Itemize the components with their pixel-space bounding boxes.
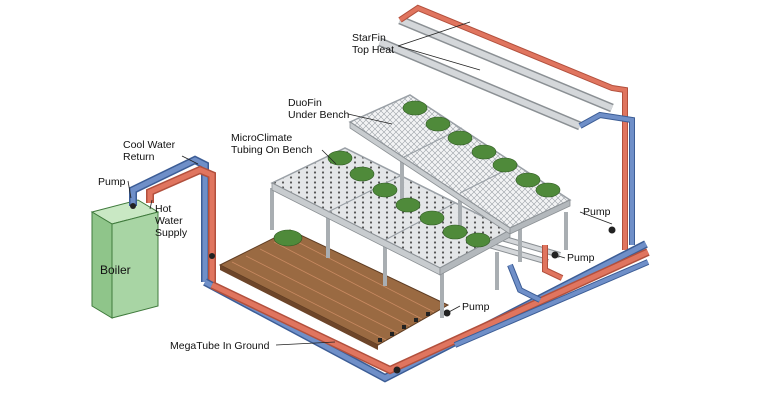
boiler-label: Boiler [100, 263, 131, 277]
starfin-top-heat [378, 4, 635, 250]
hot-water-label-line1: Hot [155, 203, 171, 215]
hot-water-label-line2: Water [155, 215, 183, 227]
boiler-pipes [129, 155, 216, 285]
pump-label-middle: Pump [567, 252, 595, 264]
pump-label-bench: Pump [462, 301, 490, 313]
megatube-ground-bed [218, 229, 450, 350]
pump-icon [393, 366, 401, 374]
duofin-label-line2: Under Bench [288, 109, 349, 121]
pump-icon [130, 203, 136, 209]
main-distribution-pipes [203, 226, 650, 383]
pump-label-right: Pump [583, 206, 611, 218]
boiler: Boiler [90, 199, 160, 319]
cool-water-label-line2: Return [123, 151, 155, 163]
starfin-label-line2: Top Heat [352, 44, 394, 56]
pump-icon [209, 253, 215, 259]
pump-icon [608, 226, 616, 234]
microclimate-label-line1: MicroClimate [231, 132, 292, 144]
cool-water-label-line1: Cool Water [123, 139, 176, 151]
pump-label-boiler: Pump [98, 176, 126, 188]
labels: StarFin Top Heat DuoFin Under Bench Micr… [98, 32, 611, 352]
hot-water-label-line3: Supply [155, 227, 188, 239]
starfin-label-line1: StarFin [352, 32, 386, 44]
duofin-bench [348, 94, 572, 262]
megatube-label: MegaTube In Ground [170, 340, 270, 352]
duofin-label-line1: DuoFin [288, 97, 322, 109]
microclimate-label-line2: Tubing On Bench [231, 144, 312, 156]
plants [273, 100, 561, 248]
leader-lines [127, 21, 613, 346]
